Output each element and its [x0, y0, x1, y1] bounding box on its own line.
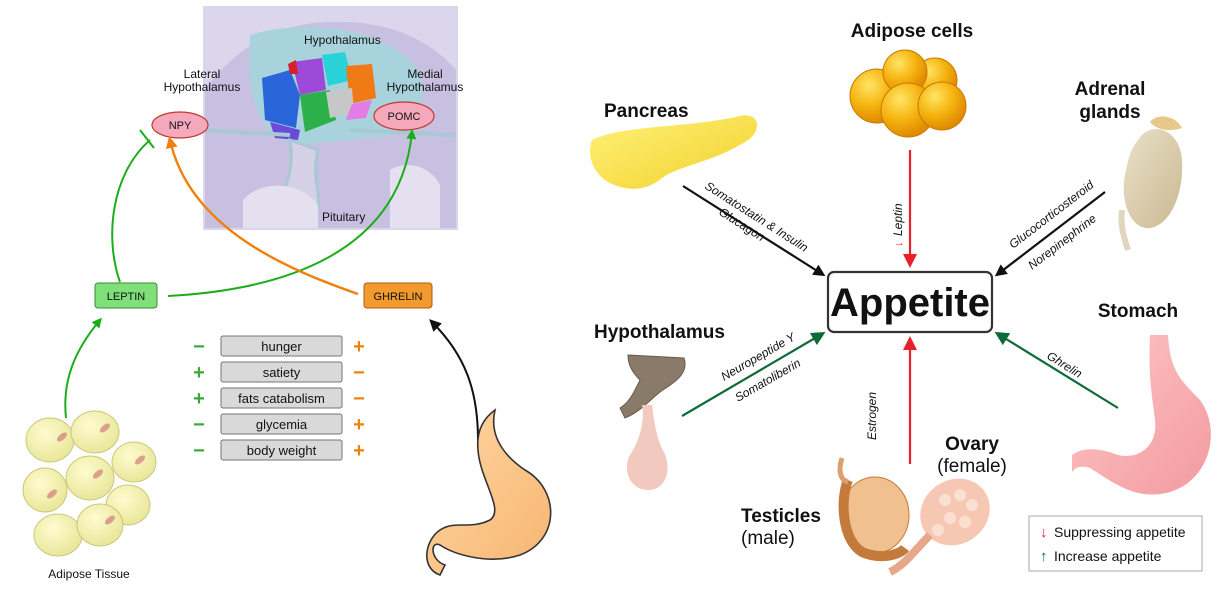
- legend: ↓ Suppressing appetite ↑ Increase appeti…: [1028, 515, 1203, 572]
- appetite-label: Appetite: [830, 281, 990, 325]
- leptin-inhibits-npy-arrow: [111, 139, 151, 283]
- ghrelin-effect-sign: −: [353, 362, 365, 384]
- pomc-node: POMC: [373, 101, 435, 131]
- ghrelin-effect-sign: +: [353, 440, 365, 462]
- effects-row: fats catabolism + −: [193, 387, 365, 410]
- hypothalamus-label: Hypothalamus: [304, 33, 381, 47]
- effects-row-label: hunger: [261, 339, 302, 354]
- adrenal-gland-illustration: [1118, 116, 1183, 251]
- hypothalamus-illustration: [619, 354, 686, 490]
- medial-hypothalamus-label-1: Medial: [407, 67, 442, 81]
- medial-hypothalamus-label-2: Hypothalamus: [387, 80, 464, 94]
- leptin-effect-sign: +: [193, 388, 205, 410]
- pancreas-illustration: [590, 115, 758, 189]
- ghrelin-node: GHRELIN: [363, 282, 433, 309]
- ghrelin-effect-sign: −: [353, 388, 365, 410]
- legend-down-arrow-icon: ↓: [1040, 524, 1048, 541]
- leptin-effect-sign: −: [193, 414, 205, 436]
- pituitary-label: Pituitary: [322, 210, 365, 224]
- hormone-leptin: Leptin: [891, 203, 905, 236]
- effects-row: hunger − +: [193, 335, 365, 358]
- effects-row: body weight − +: [193, 439, 365, 462]
- organ-adrenal-line1: Adrenal: [1075, 79, 1146, 100]
- ghrelin-effect-sign: +: [353, 414, 365, 436]
- adipose-to-leptin-arrow: [64, 317, 102, 419]
- adipose-cells-illustration: [849, 49, 967, 138]
- ghrelin-label: GHRELIN: [374, 291, 423, 303]
- lateral-hypothalamus-label-2: Hypothalamus: [164, 80, 241, 94]
- organ-stomach: Stomach: [1098, 301, 1178, 322]
- leptin-effect-sign: −: [193, 440, 205, 462]
- leptin-down-arrow-icon: ↓: [893, 242, 905, 248]
- leptin-node: LEPTIN: [94, 282, 158, 309]
- stomach-illustration-right: [1072, 335, 1211, 495]
- effects-row: satiety + −: [193, 361, 365, 384]
- pomc-label: POMC: [388, 111, 421, 123]
- adipose-tissue-label: Adipose Tissue: [48, 567, 130, 581]
- stomach-illustration-left: [426, 408, 552, 576]
- testicles-illustration: [837, 457, 910, 562]
- effects-row-box: [220, 413, 343, 435]
- organ-testicles: Testicles: [741, 506, 821, 527]
- leptin-label: LEPTIN: [107, 291, 146, 303]
- ghrelin-effect-sign: +: [353, 336, 365, 358]
- legend-increase-label: Increase appetite: [1054, 548, 1162, 564]
- leptin-effect-sign: −: [193, 336, 205, 358]
- leptin-to-pomc-arrow: [167, 129, 417, 297]
- effects-row-label: satiety: [263, 365, 301, 380]
- hormone-estrogen: Estrogen: [865, 392, 879, 440]
- effects-row: glycemia − +: [193, 413, 365, 436]
- appetite-center: Appetite: [826, 270, 994, 334]
- organ-testicles-sub: (male): [741, 528, 795, 549]
- nucleus-blue: [262, 70, 300, 128]
- organ-ovary-sub: (female): [937, 456, 1007, 477]
- organ-hypothalamus: Hypothalamus: [594, 322, 725, 343]
- ghrelin-arrow: [994, 331, 1119, 409]
- effects-row-box: [220, 439, 343, 461]
- npy-node: NPY: [151, 111, 209, 139]
- organ-ovary: Ovary: [945, 434, 999, 455]
- adrenal-arrow: [994, 191, 1106, 277]
- effects-table: hunger−+satiety+−fats catabolism+−glycem…: [193, 335, 365, 462]
- organ-pancreas: Pancreas: [604, 101, 689, 122]
- npy-label: NPY: [169, 120, 192, 132]
- ovary-illustration: [888, 478, 990, 576]
- legend-suppress-label: Suppressing appetite: [1054, 524, 1186, 540]
- inhibition-bar: [139, 129, 155, 149]
- effects-row-box: [220, 387, 343, 409]
- ghrelin-to-npy-arrow: [165, 136, 359, 296]
- lateral-hypothalamus-label-1: Lateral: [184, 67, 221, 81]
- organ-adipose-cells: Adipose cells: [851, 21, 974, 42]
- effects-row-box: [220, 335, 343, 357]
- hypothalamus-arrow: [681, 331, 826, 417]
- effects-row-label: glycemia: [256, 417, 308, 432]
- brain-illustration: [203, 6, 458, 230]
- pancreas-arrow: [682, 185, 826, 277]
- effects-row-label: body weight: [247, 443, 317, 458]
- organ-adrenal-line2: glands: [1079, 102, 1140, 123]
- legend-up-arrow-icon: ↑: [1040, 548, 1048, 565]
- adipose-tissue-illustration: [22, 410, 157, 557]
- stomach-to-ghrelin-arrow: [429, 319, 479, 441]
- effects-row-box: [220, 361, 343, 383]
- effects-row-label: fats catabolism: [238, 391, 325, 406]
- leptin-effect-sign: +: [193, 362, 205, 384]
